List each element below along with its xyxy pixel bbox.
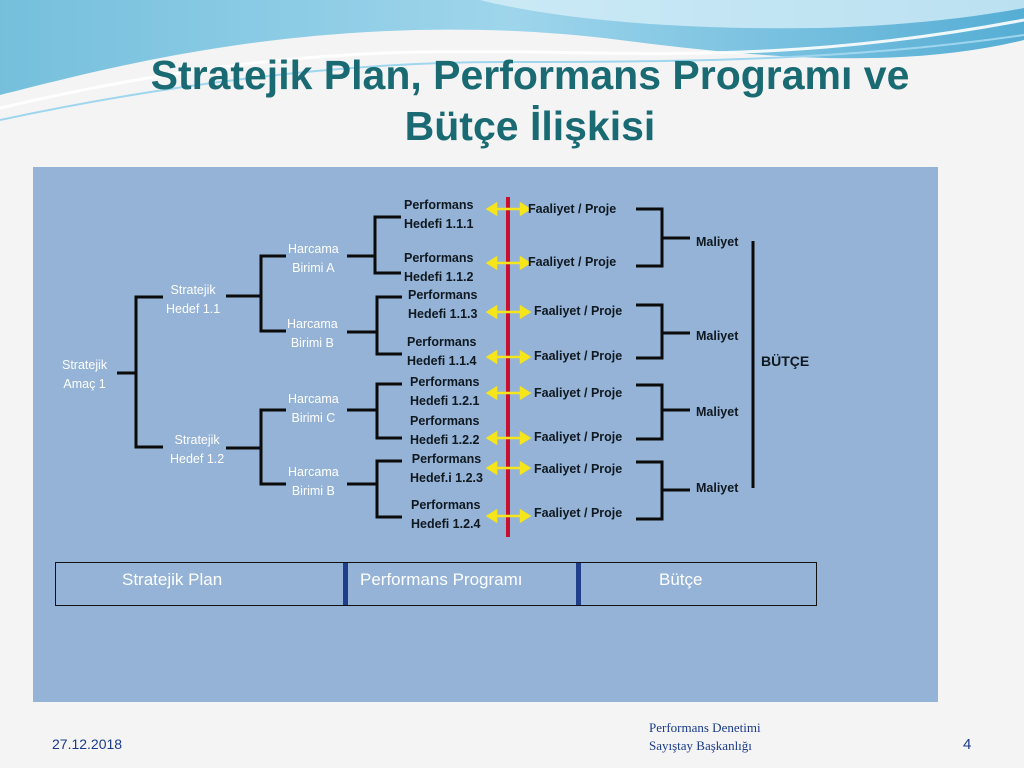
node-line: Hedefi 1.1.1: [404, 217, 474, 231]
node-faaliyet-proje-5: Faaliyet / Proje: [534, 386, 623, 400]
double-arrow-4: [485, 349, 532, 365]
node-line: Performans: [410, 414, 480, 428]
diagram-panel: [33, 167, 938, 702]
node-harcama-birimi-b: Harcama Birimi B: [287, 315, 338, 353]
node-performans-hedefi-1-2-1: Performans Hedefi 1.2.1: [410, 373, 479, 411]
node-line: Hedefi 1.2.2: [410, 433, 480, 447]
node-faaliyet-proje-1: Faaliyet / Proje: [528, 202, 617, 216]
title-line-2: Bütçe İlişkisi: [404, 103, 656, 149]
footer-organization: Performans Denetimi Sayıştay Başkanlığı: [649, 719, 761, 755]
legend-performans-programi: Performans Programı: [343, 563, 576, 605]
double-arrow-2: [485, 255, 532, 271]
double-arrow-6: [485, 430, 532, 446]
node-line: Hedef 1.1: [166, 302, 221, 316]
node-harcama-birimi-b-2: Harcama Birimi B: [288, 463, 339, 501]
node-maliyet-1: Maliyet: [696, 235, 739, 249]
double-arrow-1: [485, 201, 532, 217]
double-arrow-7: [485, 460, 532, 476]
node-line: Hedef.i 1.2.3: [410, 471, 483, 485]
node-stratejik-hedef-1-1: Stratejik Hedef 1.1: [166, 281, 220, 319]
bracket-birim-a: [373, 215, 401, 275]
bracket-maliyet-3: [636, 383, 664, 441]
node-stratejik-amac: Stratejik Amaç 1: [62, 356, 107, 394]
node-performans-hedefi-1-2-3: Performans Hedef.i 1.2.3: [410, 450, 483, 488]
node-performans-hedefi-1-2-4: Performans Hedefi 1.2.4: [411, 496, 480, 534]
node-line: Stratejik: [62, 358, 108, 372]
node-line: Hedefi 1.1.2: [404, 270, 474, 284]
node-faaliyet-proje-7: Faaliyet / Proje: [534, 462, 623, 476]
node-line: Birimi B: [291, 484, 335, 498]
legend-butce: Bütçe: [576, 563, 816, 605]
double-arrow-5: [485, 385, 532, 401]
node-butce: BÜTÇE: [761, 353, 810, 369]
legend-stratejik-plan: Stratejik Plan: [122, 570, 223, 589]
footer-org-line-1: Performans Denetimi: [649, 720, 761, 735]
bracket-hedef-1-2: [259, 408, 286, 486]
node-line: Hedefi 1.2.4: [411, 517, 481, 531]
node-line: Performans: [404, 198, 474, 212]
node-line: Birimi B: [290, 336, 334, 350]
page-number: 4: [963, 736, 972, 753]
node-line: Performans: [407, 335, 477, 349]
node-line: Hedefi 1.2.1: [410, 394, 480, 408]
node-line: Performans: [404, 251, 474, 265]
bracket-birim-c: [375, 382, 402, 440]
node-line: Birimi C: [291, 411, 336, 425]
node-faaliyet-proje-4: Faaliyet / Proje: [534, 349, 623, 363]
slide-title: Stratejik Plan, Performans Programı ve B…: [60, 50, 1000, 152]
double-arrow-8: [485, 508, 532, 524]
node-line: Performans: [410, 375, 480, 389]
node-line: Harcama: [288, 392, 339, 406]
legend-bar: Stratejik Plan Performans Programı Bütçe: [55, 562, 817, 606]
bracket-birim-b: [375, 295, 402, 356]
double-arrow-3: [485, 304, 532, 320]
footer-date: 27.12.2018: [52, 736, 123, 752]
node-maliyet-3: Maliyet: [696, 405, 739, 419]
node-line: Birimi A: [292, 261, 335, 275]
node-harcama-birimi-c: Harcama Birimi C: [288, 390, 339, 428]
node-line: Hedefi 1.1.4: [407, 354, 477, 368]
node-line: Stratejik: [174, 433, 220, 447]
bracket-hedef-1-1: [259, 254, 286, 333]
node-line: Performans: [408, 288, 478, 302]
node-performans-hedefi-1-1-4: Performans Hedefi 1.1.4: [407, 333, 476, 371]
node-faaliyet-proje-8: Faaliyet / Proje: [534, 506, 623, 520]
bracket-maliyet-2: [636, 303, 664, 360]
bracket-maliyet-1: [636, 207, 664, 268]
node-line: Hedef 1.2: [170, 452, 225, 466]
node-harcama-birimi-a: Harcama Birimi A: [288, 240, 339, 278]
node-performans-hedefi-1-1-1: Performans Hedefi 1.1.1: [404, 196, 473, 234]
node-line: Harcama: [288, 242, 339, 256]
node-performans-hedefi-1-1-3: Performans Hedefi 1.1.3: [408, 286, 477, 324]
title-line-1: Stratejik Plan, Performans Programı ve: [150, 52, 910, 98]
node-faaliyet-proje-6: Faaliyet / Proje: [534, 430, 623, 444]
node-line: Hedefi 1.1.3: [408, 307, 478, 321]
footer-org-line-2: Sayıştay Başkanlığı: [649, 738, 752, 753]
bracket-birim-b-2: [375, 459, 402, 519]
node-line: Stratejik: [170, 283, 216, 297]
node-line: Amaç 1: [63, 377, 106, 391]
bracket-maliyet-4: [636, 460, 664, 521]
node-line: Performans: [411, 452, 482, 466]
node-performans-hedefi-1-2-2: Performans Hedefi 1.2.2: [410, 412, 479, 450]
node-stratejik-hedef-1-2: Stratejik Hedef 1.2: [170, 431, 224, 469]
node-line: Harcama: [287, 317, 338, 331]
node-line: Performans: [411, 498, 481, 512]
node-maliyet-2: Maliyet: [696, 329, 739, 343]
node-maliyet-4: Maliyet: [696, 481, 739, 495]
node-line: Harcama: [288, 465, 339, 479]
bracket-amac: [134, 295, 163, 449]
node-faaliyet-proje-3: Faaliyet / Proje: [534, 304, 623, 318]
node-performans-hedefi-1-1-2: Performans Hedefi 1.1.2: [404, 249, 473, 287]
wave-decoration: [0, 0, 1024, 121]
node-faaliyet-proje-2: Faaliyet / Proje: [528, 255, 617, 269]
